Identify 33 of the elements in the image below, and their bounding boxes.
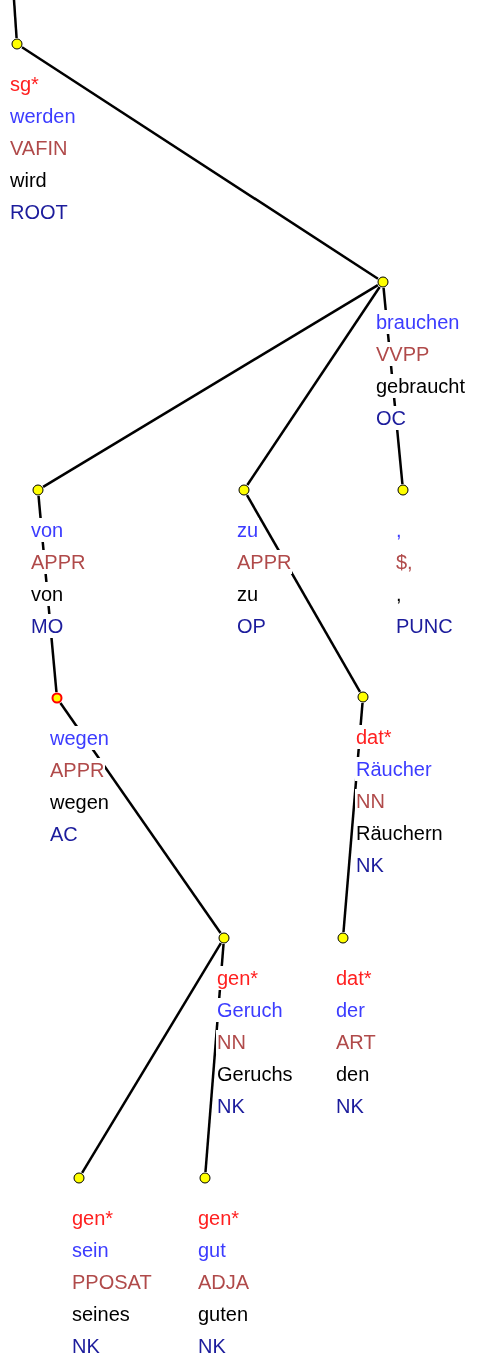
pos-tag: APPR (30, 550, 87, 574)
lemma: Geruch (216, 998, 284, 1022)
tree-node-dot (337, 932, 349, 944)
lemma: wegen (49, 726, 110, 750)
pos-tag: NN (216, 1030, 247, 1054)
tree-node-dot (218, 932, 230, 944)
tree-branch-line (246, 286, 381, 486)
word-form: gebraucht (375, 374, 466, 398)
tree-branch-line (42, 284, 379, 488)
lemma: von (30, 518, 65, 542)
tree-branch-line (12, 0, 18, 39)
morphology-label: gen* (216, 966, 260, 990)
relation-label: OC (375, 406, 407, 430)
word-form: von (30, 582, 65, 606)
tree-branch-line (59, 702, 222, 934)
tree-node-dot (238, 484, 250, 496)
tree-node-dot (73, 1172, 85, 1184)
lemma: brauchen (375, 310, 461, 334)
tree-node-dot (51, 692, 63, 704)
tree-node-dot (377, 276, 389, 288)
tree-branch-line (245, 494, 362, 693)
lemma: Räucher (355, 757, 433, 781)
tree-node-dot (32, 484, 44, 496)
pos-tag: VVPP (375, 342, 431, 366)
tree-node-dot (199, 1172, 211, 1184)
tree-node-dot (11, 38, 23, 50)
tree-branch-line (21, 46, 379, 280)
tree-branch-line (81, 942, 222, 1174)
pos-tag: APPR (236, 550, 293, 574)
tree-node-dot (397, 484, 409, 496)
tree-node-dot (357, 691, 369, 703)
relation-label: MO (30, 614, 65, 638)
morphology-label: dat* (355, 725, 393, 749)
